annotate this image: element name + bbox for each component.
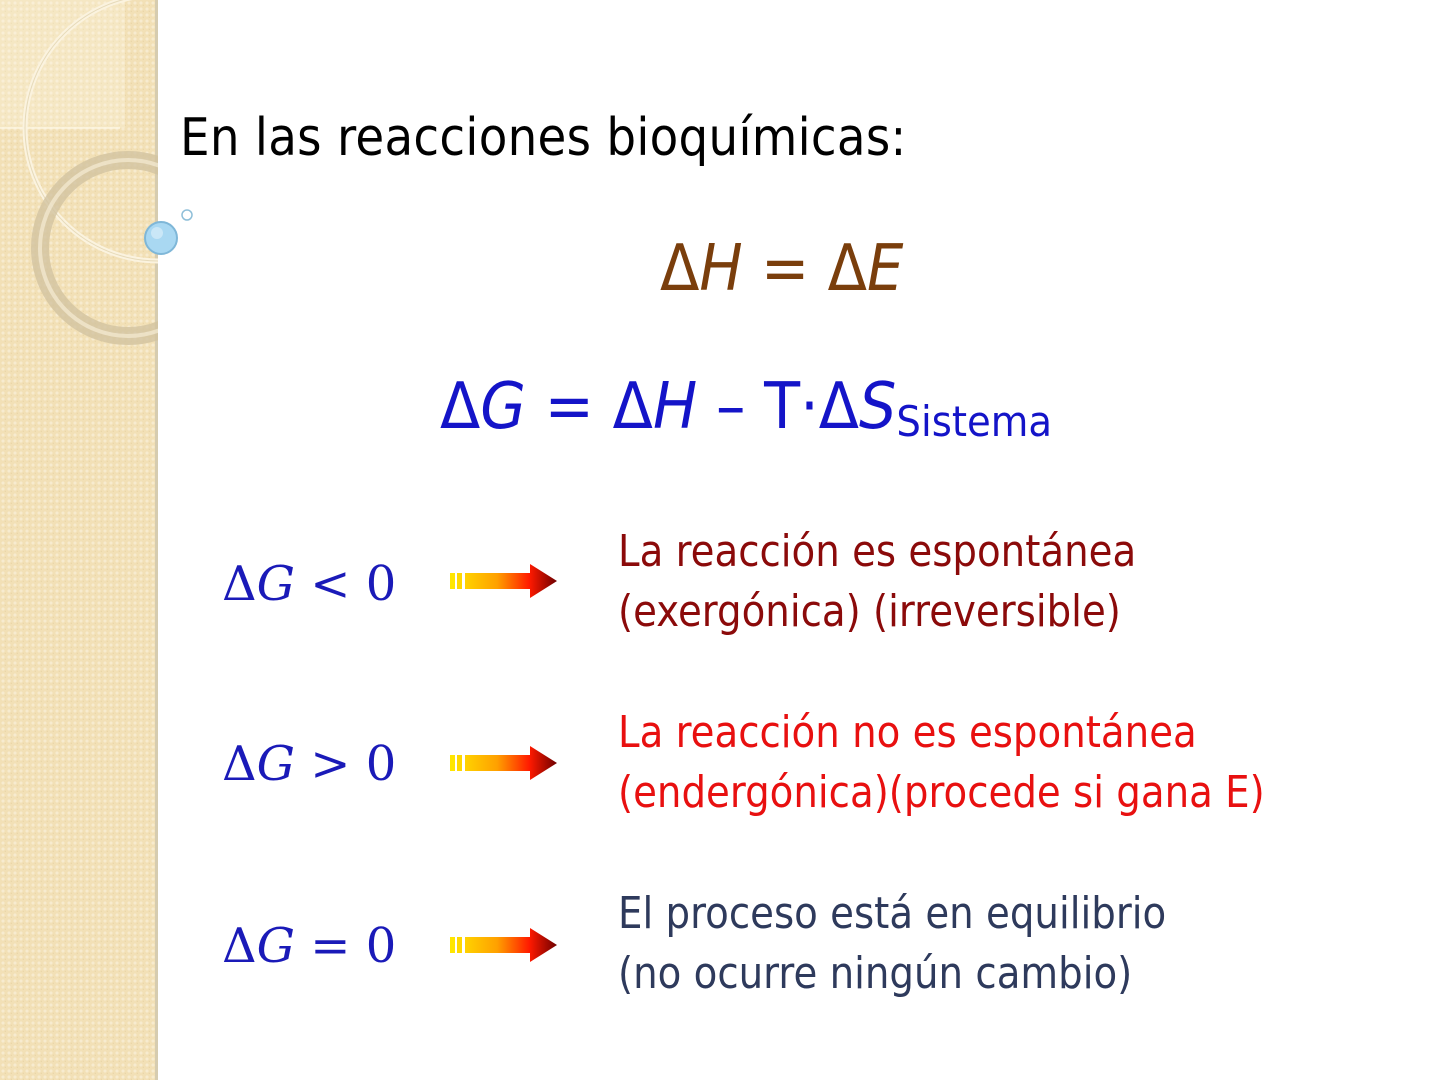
condition-zero: ΔG = 0 [222,918,396,974]
delta-symbol: Δ [222,556,257,612]
delta-symbol: Δ [612,370,653,444]
condition-zero-description: El proceso está en equilibrio (no ocurre… [618,884,1166,1004]
enthalpy-var: H [699,232,743,306]
description-line: La reacción no es espontánea [618,707,1197,758]
gibbs-free-energy-equation: ΔG = ΔH – T·ΔSSistema [440,370,1053,446]
description-line: La reacción es espontánea [618,526,1137,577]
delta-symbol: Δ [660,232,700,306]
relation-text: < 0 [295,556,397,612]
equals-sign: = [525,370,613,444]
delta-symbol: Δ [827,232,867,306]
decorative-circles-icon [0,0,193,345]
right-arrow-icon [450,928,557,962]
condition-positive: ΔG > 0 [222,736,396,792]
system-subscript: Sistema [896,397,1053,446]
description-line: (exergónica) (irreversible) [618,586,1121,637]
equals-sign: = [742,232,828,306]
relation-text: = 0 [295,918,397,974]
enthalpy-energy-equation: ΔH = ΔE [660,232,903,306]
gibbs-var: G [256,556,296,612]
gibbs-var: G [256,918,296,974]
delta-symbol: Δ [440,370,481,444]
minus-temperature: – T· [697,370,819,444]
delta-symbol: Δ [222,736,257,792]
delta-symbol: Δ [222,918,257,974]
enthalpy-var: H [652,370,698,444]
condition-negative-description: La reacción es espontánea (exergónica) (… [618,522,1136,642]
right-arrow-icon [450,746,557,780]
relation-text: > 0 [295,736,397,792]
bubble-icon [144,221,178,255]
energy-var: E [867,232,904,306]
description-line: (endergónica)(procede si gana E) [618,767,1265,818]
gibbs-var: G [256,736,296,792]
description-line: El proceso está en equilibrio [618,888,1167,939]
slide-title: En las reacciones bioquímicas: [180,108,907,168]
condition-positive-description: La reacción no es espontánea (endergónic… [618,703,1265,823]
entropy-var: S [859,370,897,444]
delta-symbol: Δ [818,370,860,444]
description-line: (no ocurre ningún cambio) [618,948,1133,999]
right-arrow-icon [450,564,557,598]
gibbs-var: G [480,370,526,444]
condition-negative: ΔG < 0 [222,556,396,612]
